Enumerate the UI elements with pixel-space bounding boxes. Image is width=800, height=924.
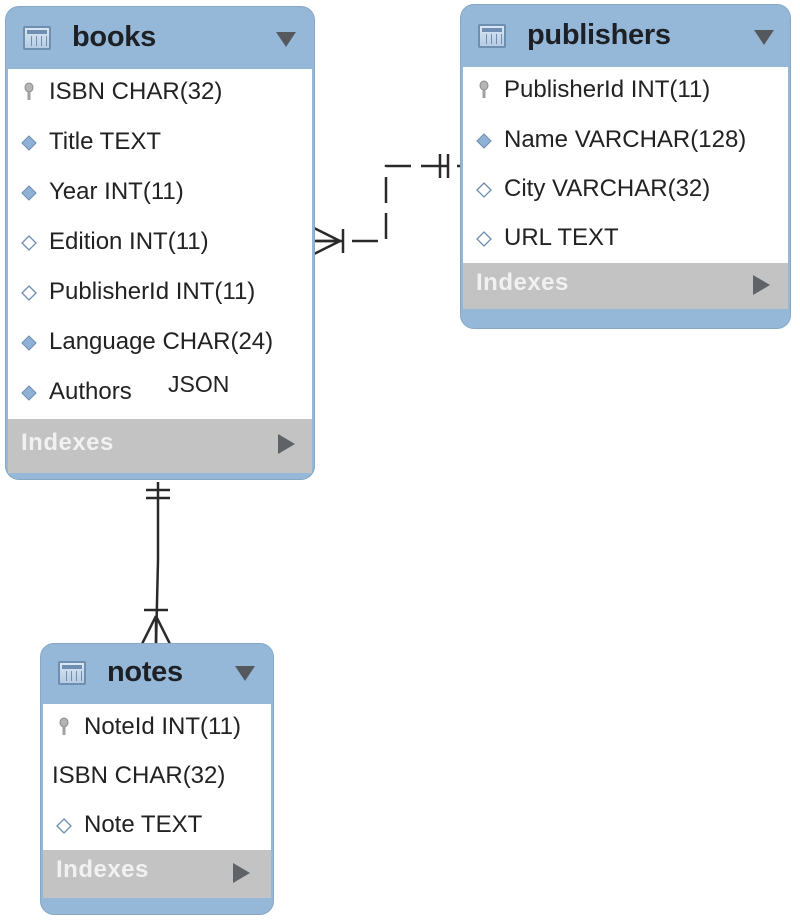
hollow-diamond-icon <box>476 182 492 198</box>
table-title: publishers <box>527 19 671 51</box>
column-label: PublisherId INT(11) <box>504 76 711 103</box>
expand-triangle-icon[interactable] <box>233 863 250 883</box>
books-many-crowsfoot <box>313 226 341 256</box>
column-row[interactable]: NoteId INT(11) <box>43 704 271 754</box>
hollow-diamond-icon <box>21 235 37 251</box>
notes-indexes-bar[interactable]: Indexes <box>43 850 271 898</box>
table-icon <box>478 24 506 48</box>
column-row[interactable]: URL TEXT <box>463 215 788 265</box>
column-label: Edition INT(11) <box>49 228 209 255</box>
column-label: URL TEXT <box>504 224 619 251</box>
books-table[interactable]: books ISBN CHAR(32) Title TEXT Year INT(… <box>5 6 315 480</box>
column-label: Note TEXT <box>84 811 203 838</box>
column-row[interactable]: Language CHAR(24) <box>8 319 312 369</box>
filled-diamond-icon <box>21 185 37 201</box>
key-icon <box>24 82 34 100</box>
column-label: Name VARCHAR(128) <box>504 126 747 153</box>
books-publishers-link <box>316 164 460 243</box>
expand-triangle-icon[interactable] <box>753 275 770 295</box>
column-label: Language CHAR(24) <box>49 328 274 355</box>
table-title: notes <box>107 656 183 688</box>
publishers-table[interactable]: publishers PublisherId INT(11) Name VARC… <box>460 4 791 329</box>
column-label: City VARCHAR(32) <box>504 175 711 202</box>
filled-diamond-icon <box>476 133 492 149</box>
column-label: ISBN CHAR(32) <box>49 78 223 105</box>
publishers-columns: PublisherId INT(11) Name VARCHAR(128) Ci… <box>463 67 788 263</box>
column-row[interactable]: ISBN CHAR(32) <box>43 753 271 803</box>
books-columns: ISBN CHAR(32) Title TEXT Year INT(11) Ed… <box>8 69 312 419</box>
column-row[interactable]: Title TEXT <box>8 119 312 169</box>
column-row[interactable]: City VARCHAR(32) <box>463 166 788 216</box>
column-row[interactable]: ISBN CHAR(32) <box>8 69 312 119</box>
column-row[interactable]: Name VARCHAR(128) <box>463 117 788 167</box>
table-icon <box>23 26 51 50</box>
column-row[interactable]: Edition INT(11) <box>8 219 312 269</box>
hollow-diamond-icon <box>56 818 72 834</box>
hollow-diamond-icon <box>476 231 492 247</box>
filled-diamond-icon <box>21 385 37 401</box>
books-table-header[interactable]: books <box>6 7 314 69</box>
column-label: Authors <box>49 378 132 405</box>
column-row[interactable]: Authors JSON <box>8 369 312 419</box>
column-row[interactable]: PublisherId INT(11) <box>463 67 788 117</box>
collapse-caret-icon[interactable] <box>276 32 296 47</box>
table-icon <box>58 661 86 685</box>
notes-table-header[interactable]: notes <box>41 644 273 704</box>
collapse-caret-icon[interactable] <box>754 30 774 45</box>
column-type-annotation: JSON <box>168 371 230 397</box>
filled-diamond-icon <box>21 335 37 351</box>
collapse-caret-icon[interactable] <box>235 666 255 681</box>
indexes-label: Indexes <box>476 269 569 296</box>
table-title: books <box>72 21 156 53</box>
column-label: ISBN CHAR(32) <box>52 762 226 789</box>
indexes-label: Indexes <box>21 429 114 456</box>
publishers-indexes-bar[interactable]: Indexes <box>463 263 788 309</box>
column-label: Year INT(11) <box>49 178 184 205</box>
column-label: NoteId INT(11) <box>84 713 241 740</box>
publishers-table-header[interactable]: publishers <box>461 5 790 67</box>
column-label: PublisherId INT(11) <box>49 278 256 305</box>
key-icon <box>479 80 489 98</box>
notes-many-crowsfoot <box>140 615 172 645</box>
notes-table[interactable]: notes NoteId INT(11) ISBN CHAR(32) Note … <box>40 643 274 915</box>
notes-columns: NoteId INT(11) ISBN CHAR(32) Note TEXT <box>43 704 271 850</box>
column-label: Title TEXT <box>49 128 162 155</box>
indexes-label: Indexes <box>56 856 149 883</box>
column-row[interactable]: Year INT(11) <box>8 169 312 219</box>
expand-triangle-icon[interactable] <box>278 434 295 454</box>
key-icon <box>59 717 69 735</box>
column-row[interactable]: Note TEXT <box>43 802 271 852</box>
filled-diamond-icon <box>21 135 37 151</box>
books-indexes-bar[interactable]: Indexes <box>8 419 312 473</box>
column-row[interactable]: PublisherId INT(11) <box>8 269 312 319</box>
hollow-diamond-icon <box>21 285 37 301</box>
